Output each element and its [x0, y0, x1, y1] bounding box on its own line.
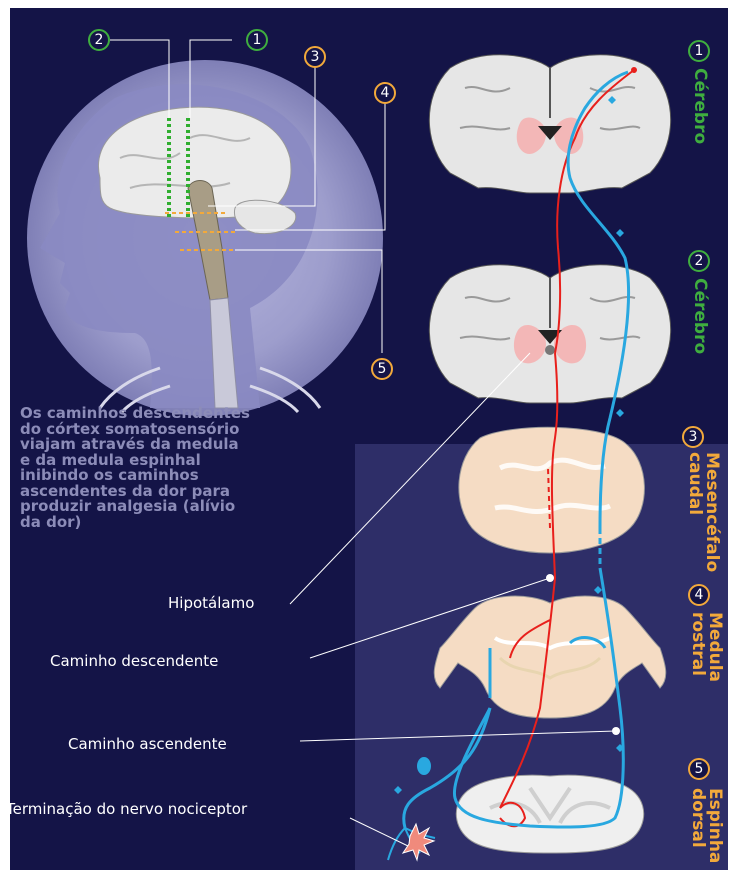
descending-leader-dot: [546, 574, 554, 582]
section-1-label: Cérebro: [691, 68, 708, 144]
brain-section-1: [429, 55, 670, 193]
nociceptor-label: Terminação do nervo nociceptor: [10, 800, 247, 818]
descending-pathway-label: Caminho descendente: [50, 652, 218, 670]
head-marker-2: 2: [88, 29, 110, 51]
brain-section-2: [429, 265, 670, 403]
head-marker-1: 1: [246, 29, 268, 51]
section-2-label: Cérebro: [691, 278, 708, 354]
ascending-leader-dot: [612, 727, 620, 735]
descending-origin-dot: [631, 67, 637, 73]
section-3-number: 3: [682, 426, 704, 448]
section-2-number: 2: [688, 250, 710, 272]
head-illustration: [27, 40, 385, 416]
section-5-label: Espinha dorsal: [689, 788, 723, 863]
hypothalamus-label: Hipotálamo: [168, 594, 254, 612]
description-text: Os caminhos descendentes do córtex somat…: [20, 406, 350, 530]
ascending-pathway-label: Caminho ascendente: [68, 735, 227, 753]
section-4-label: Medula rostral: [689, 612, 723, 682]
head-marker-5: 5: [371, 358, 393, 380]
section-1-number: 1: [688, 40, 710, 62]
section-5-number: 5: [688, 758, 710, 780]
head-marker-3: 3: [304, 46, 326, 68]
head-marker-4: 4: [374, 82, 396, 104]
section-4-number: 4: [688, 584, 710, 606]
section-3-label: Mesencéfalo caudal: [686, 452, 720, 572]
diagram-panel: 2 1 3 4 5 Os caminhos descendentes do có…: [10, 8, 728, 870]
